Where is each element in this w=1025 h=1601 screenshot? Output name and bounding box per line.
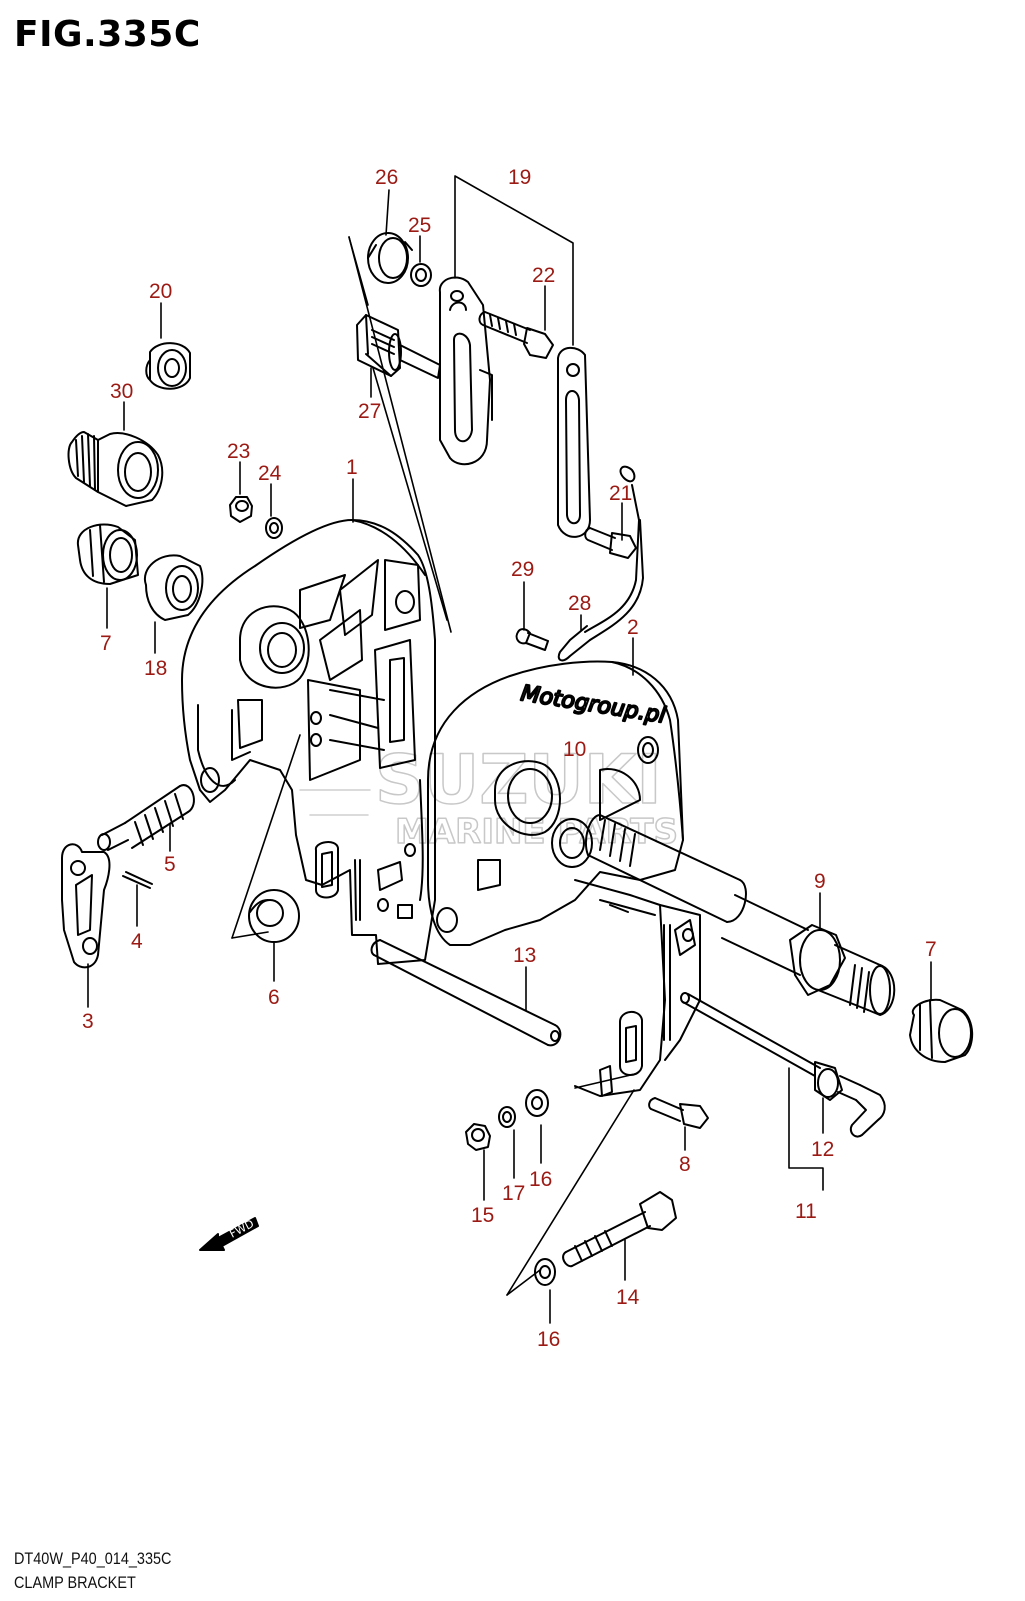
part-7-cap-left (76, 523, 139, 585)
watermark-site: Motogroup.pl (519, 681, 667, 729)
callout-11: 11 (795, 1200, 817, 1223)
footer-code: DT40W_P40_014_335C (14, 1549, 172, 1568)
part-18-bushing (143, 554, 204, 621)
part-15-nut (465, 1123, 491, 1151)
part-20-cap-nut (145, 342, 191, 390)
part-2-right-clamp-bracket (427, 660, 701, 1097)
watermark: SUZUKI MARINE PARTS Motogroup.pl (299, 680, 679, 853)
callout-28: 28 (568, 592, 591, 615)
footer: DT40W_P40_014_335C CLAMP BRACKET (14, 1547, 171, 1595)
callout-15: 15 (471, 1204, 494, 1227)
callout-4: 4 (131, 930, 143, 953)
watermark-subtitle: MARINE PARTS (395, 812, 678, 852)
part-16-washer-lower (534, 1258, 556, 1286)
callout-8: 8 (679, 1153, 691, 1176)
part-4-pin (122, 871, 153, 889)
callout-26: 26 (375, 166, 398, 189)
part-6-bushing (248, 889, 300, 943)
watermark-brand: SUZUKI (375, 741, 662, 820)
part-7-cap-right (909, 998, 974, 1063)
fwd-label: FWD (227, 1217, 256, 1241)
part-23-nut (229, 496, 253, 523)
part-19-left-plate (438, 276, 493, 466)
callout-22: 22 (532, 264, 555, 287)
part-5-threaded-rod (97, 784, 195, 851)
figure-title: FIG.335C (14, 14, 201, 55)
part-27-lever (356, 314, 441, 379)
part-14-bolt (562, 1191, 677, 1268)
part-8-bolt (648, 1097, 709, 1129)
part-24-washer (265, 517, 283, 539)
callout-24: 24 (258, 462, 282, 485)
part-30-bushing (67, 431, 164, 507)
callout-14: 14 (616, 1286, 640, 1309)
callout-2: 2 (627, 616, 639, 639)
part-19-right-plate (557, 346, 591, 538)
callout-1: 1 (346, 456, 358, 479)
callout-27: 27 (358, 400, 381, 423)
callout-29: 29 (511, 558, 534, 581)
part-13-rod (370, 939, 562, 1047)
part-22-bolt (478, 311, 554, 359)
callout-6: 6 (268, 986, 280, 1009)
part-25-washer (410, 263, 432, 287)
part-10-bushing (551, 818, 593, 868)
part-17-lock-washer (498, 1106, 516, 1128)
callout-18: 18 (144, 657, 167, 680)
callout-16-upper: 16 (529, 1168, 552, 1191)
callout-23: 23 (227, 440, 250, 463)
callout-30: 30 (110, 380, 133, 403)
callouts: 26 19 25 22 20 30 27 23 24 1 21 29 28 2 … (82, 166, 937, 1351)
part-1-left-clamp-bracket (181, 519, 436, 965)
part-16-washer-upper (525, 1089, 549, 1117)
footer-caption: CLAMP BRACKET (14, 1573, 136, 1592)
part-9-tilt-tube (584, 814, 896, 1016)
part-11-tie-rod (680, 992, 886, 1138)
callout-13: 13 (513, 944, 536, 967)
fwd-arrow: FWD (199, 1217, 259, 1251)
callout-10: 10 (563, 738, 586, 761)
part-28-ground-wire (557, 465, 644, 662)
callout-12: 12 (811, 1138, 834, 1161)
leader-lines (87, 175, 932, 1324)
callout-3: 3 (82, 1010, 94, 1033)
part-26-clip (367, 232, 413, 284)
callout-25: 25 (408, 214, 431, 237)
callout-7-right: 7 (925, 938, 937, 961)
callout-21: 21 (609, 482, 632, 505)
callout-17: 17 (502, 1182, 525, 1205)
part-21-bolt (584, 527, 637, 559)
callout-9: 9 (814, 870, 826, 893)
part-29-screw (515, 628, 549, 651)
callout-19: 19 (508, 166, 531, 189)
callout-20: 20 (149, 280, 172, 303)
callout-5: 5 (164, 853, 176, 876)
callout-7-left: 7 (100, 632, 112, 655)
callout-16-lower: 16 (537, 1328, 560, 1351)
part-3-plate (61, 843, 111, 969)
